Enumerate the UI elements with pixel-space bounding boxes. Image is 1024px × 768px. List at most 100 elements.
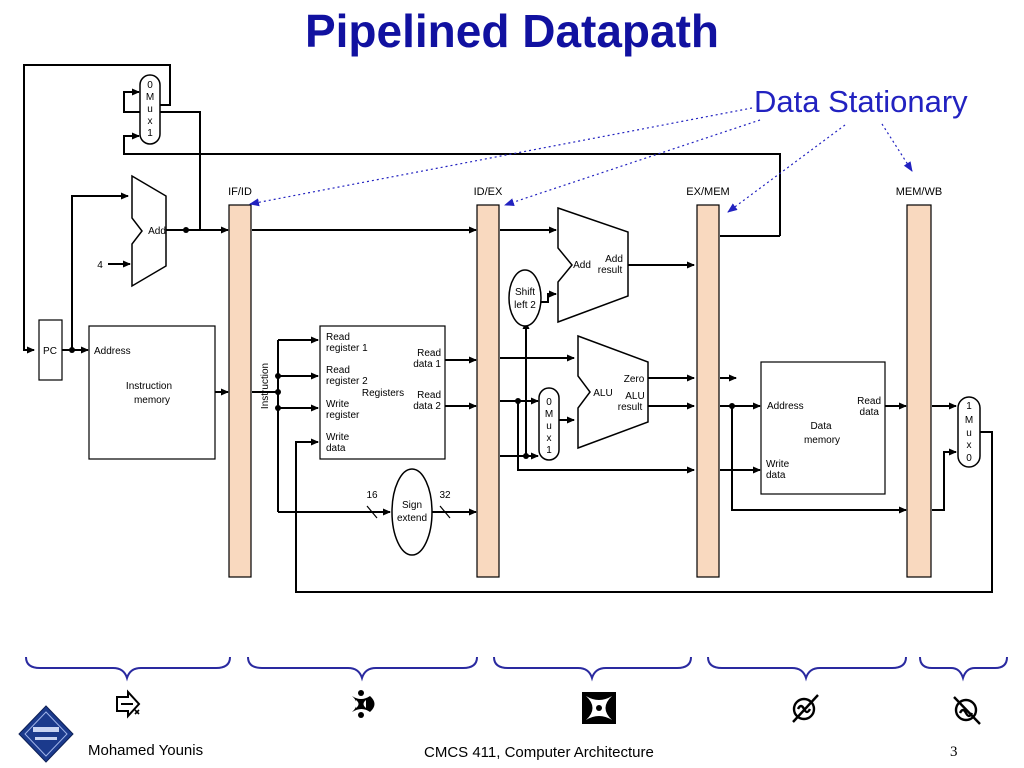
junction-alu-result: [729, 403, 735, 409]
pc-register: PC: [38, 319, 63, 381]
svg-text:Write: Write: [766, 459, 790, 470]
svg-text:register 1: register 1: [326, 343, 368, 354]
constant-four: 4: [97, 260, 103, 271]
slide-title: Pipelined Datapath: [304, 5, 720, 57]
pipeline-registers: [228, 204, 932, 578]
sign-extend: Sign extend 16 32: [366, 468, 451, 556]
execute-icon: [582, 692, 616, 724]
svg-text:0: 0: [966, 453, 972, 464]
instruction-memory: Address Instruction memory: [88, 325, 216, 460]
footer-author: Mohamed Younis: [88, 742, 204, 759]
svg-text:Write: Write: [326, 432, 350, 443]
svg-text:1: 1: [147, 128, 153, 139]
junction-pc: [69, 347, 75, 353]
svg-text:0: 0: [147, 80, 153, 91]
brace-execute: [493, 656, 692, 682]
register-file: Read register 1 Read register 2 Write re…: [319, 325, 446, 460]
svg-text:1: 1: [546, 445, 552, 456]
csee-logo: [18, 705, 74, 763]
memory-icon: [792, 694, 819, 723]
mem-wb-label: MEM/WB: [896, 186, 942, 198]
brace-decode: [247, 656, 478, 682]
svg-text:Read: Read: [417, 390, 441, 401]
svg-text:Read: Read: [326, 332, 350, 343]
svg-text:data 2: data 2: [413, 401, 441, 412]
svg-text:32: 32: [439, 490, 451, 501]
svg-text:Add: Add: [148, 226, 166, 237]
svg-text:data 1: data 1: [413, 359, 441, 370]
svg-text:result: result: [598, 265, 623, 276]
svg-text:memory: memory: [134, 395, 170, 406]
svg-text:Write: Write: [326, 399, 350, 410]
fetch-icon: [116, 689, 141, 719]
id-ex-register: [476, 204, 500, 578]
svg-text:Read: Read: [857, 396, 881, 407]
instruction-output-label: Instruction: [260, 363, 271, 409]
writeback-icon: [953, 696, 981, 725]
svg-text:x: x: [148, 116, 153, 127]
svg-text:Shift: Shift: [515, 287, 535, 298]
shift-left-2: Shift left 2: [508, 269, 542, 327]
alu-mux: 0 M u x 1: [538, 387, 560, 461]
svg-text:u: u: [147, 104, 153, 115]
writeback-mux: 1 M u x 0: [957, 396, 981, 468]
junction-imm: [523, 453, 529, 459]
branch-adder: Add Add result: [557, 206, 629, 324]
svg-text:register 2: register 2: [326, 376, 368, 387]
stage-braces: [25, 656, 1008, 682]
footer-page-number: 3: [950, 744, 958, 760]
brace-memory: [707, 656, 907, 682]
junction-instruction: [275, 389, 281, 395]
svg-text:data: data: [766, 470, 786, 481]
svg-text:1: 1: [966, 401, 972, 412]
svg-text:memory: memory: [804, 435, 840, 446]
svg-text:x: x: [967, 440, 972, 451]
svg-text:M: M: [146, 92, 154, 103]
svg-text:data: data: [326, 443, 346, 454]
svg-text:Data: Data: [810, 421, 832, 432]
if-id-register: [228, 204, 252, 578]
wire-junctions: [69, 227, 735, 459]
junction-adder-out: [183, 227, 189, 233]
svg-text:0: 0: [546, 397, 552, 408]
svg-text:ALU: ALU: [625, 391, 644, 402]
svg-text:x: x: [547, 433, 552, 444]
brace-fetch: [25, 656, 231, 682]
datapath-wires: [23, 64, 993, 593]
svg-text:M: M: [965, 415, 973, 426]
footer-course: CMCS 411, Computer Architecture: [424, 744, 654, 761]
junction-wr: [275, 405, 281, 411]
svg-text:Add: Add: [605, 254, 623, 265]
brace-writeback: [919, 656, 1008, 682]
if-id-label: IF/ID: [228, 186, 252, 198]
svg-text:u: u: [546, 421, 552, 432]
svg-text:Registers: Registers: [362, 388, 404, 399]
svg-text:Sign: Sign: [402, 500, 422, 511]
svg-text:data: data: [860, 407, 880, 418]
ex-mem-register: [696, 204, 720, 578]
pc-adder: Add: [131, 174, 167, 288]
svg-text:Address: Address: [767, 401, 804, 412]
id-ex-label: ID/EX: [474, 186, 503, 198]
svg-text:register: register: [326, 410, 360, 421]
data-stationary-annotation: Data Stationary: [754, 84, 968, 119]
mem-wb-register: [906, 204, 932, 578]
svg-text:Read: Read: [417, 348, 441, 359]
junction-rd2: [515, 398, 521, 404]
svg-text:M: M: [545, 409, 553, 420]
svg-text:u: u: [966, 428, 972, 439]
annotation-arrows: [249, 107, 913, 213]
svg-text:PC: PC: [43, 346, 57, 357]
data-memory: Address Read data Write data Data memory: [760, 361, 886, 495]
svg-text:Address: Address: [94, 346, 131, 357]
svg-text:Zero: Zero: [624, 374, 645, 385]
decode-icon: [352, 690, 375, 718]
svg-text:ALU: ALU: [593, 388, 612, 399]
svg-text:result: result: [618, 402, 643, 413]
svg-text:left 2: left 2: [514, 300, 536, 311]
svg-text:Read: Read: [326, 365, 350, 376]
pc-mux: 0 M u x 1: [139, 74, 161, 145]
junction-rr2: [275, 373, 281, 379]
svg-text:Add: Add: [573, 260, 591, 271]
